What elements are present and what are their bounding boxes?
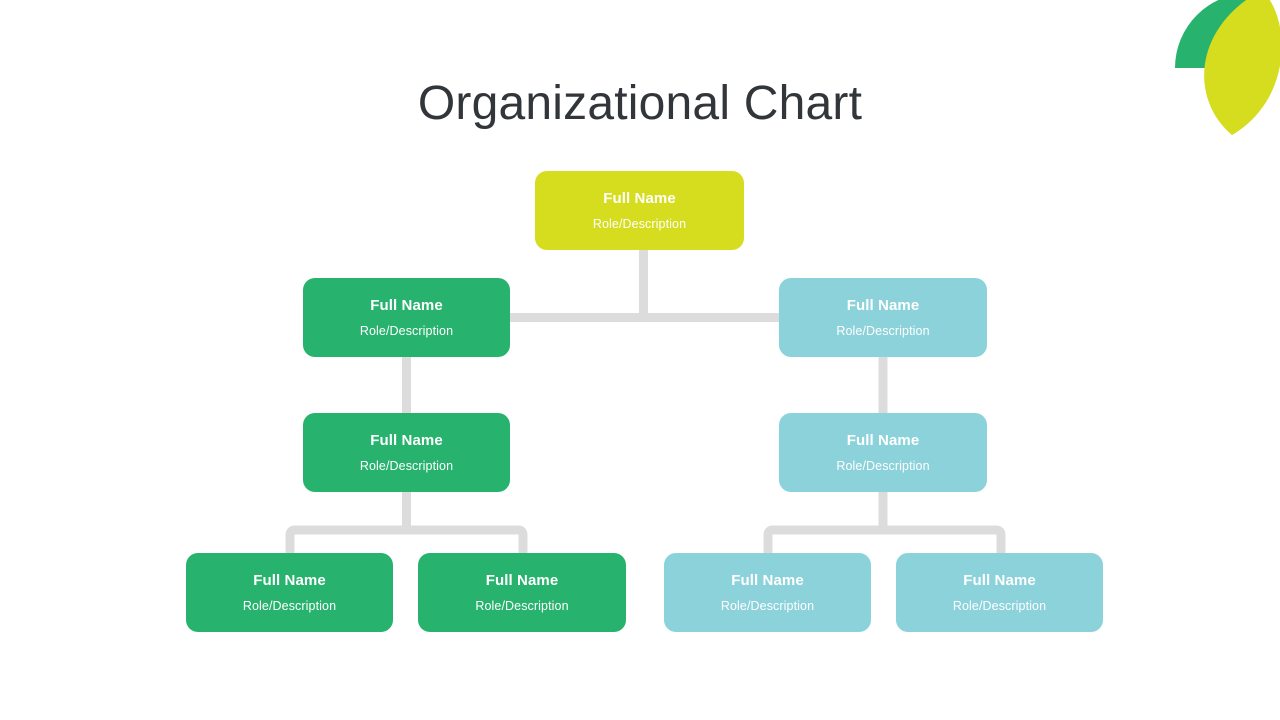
node-name: Full Name — [370, 431, 443, 449]
node-name: Full Name — [846, 296, 920, 314]
node-name: Full Name — [485, 571, 559, 589]
node-name: Full Name — [603, 189, 676, 207]
node-role: Role/Description — [720, 598, 815, 613]
node-name: Full Name — [370, 296, 443, 314]
org-node-level4-right-b[interactable]: Full Name Role/Description — [896, 553, 1103, 632]
node-role: Role/Description — [475, 598, 569, 613]
node-role: Role/Description — [359, 458, 454, 473]
org-node-level4-right-a[interactable]: Full Name Role/Description — [664, 553, 871, 632]
org-node-root[interactable]: Full Name Role/Description — [535, 171, 744, 250]
org-node-level3-left[interactable]: Full Name Role/Description — [303, 413, 510, 492]
node-role: Role/Description — [592, 216, 687, 231]
node-name: Full Name — [253, 571, 326, 589]
org-node-level3-right[interactable]: Full Name Role/Description — [779, 413, 987, 492]
node-role: Role/Description — [359, 323, 454, 338]
org-node-level4-left-a[interactable]: Full Name Role/Description — [186, 553, 393, 632]
node-role: Role/Description — [836, 458, 930, 473]
node-role: Role/Description — [952, 598, 1047, 613]
connector-l3b-bracket — [763, 525, 1006, 553]
node-name: Full Name — [846, 431, 920, 449]
node-name: Full Name — [731, 571, 804, 589]
org-node-level2-right[interactable]: Full Name Role/Description — [779, 278, 987, 357]
node-role: Role/Description — [836, 323, 930, 338]
node-role: Role/Description — [242, 598, 337, 613]
org-node-level4-left-b[interactable]: Full Name Role/Description — [418, 553, 626, 632]
node-name: Full Name — [963, 571, 1036, 589]
connector-l3a-bracket — [285, 525, 528, 553]
page-title: Organizational Chart — [417, 77, 863, 130]
org-node-level2-left[interactable]: Full Name Role/Description — [303, 278, 510, 357]
